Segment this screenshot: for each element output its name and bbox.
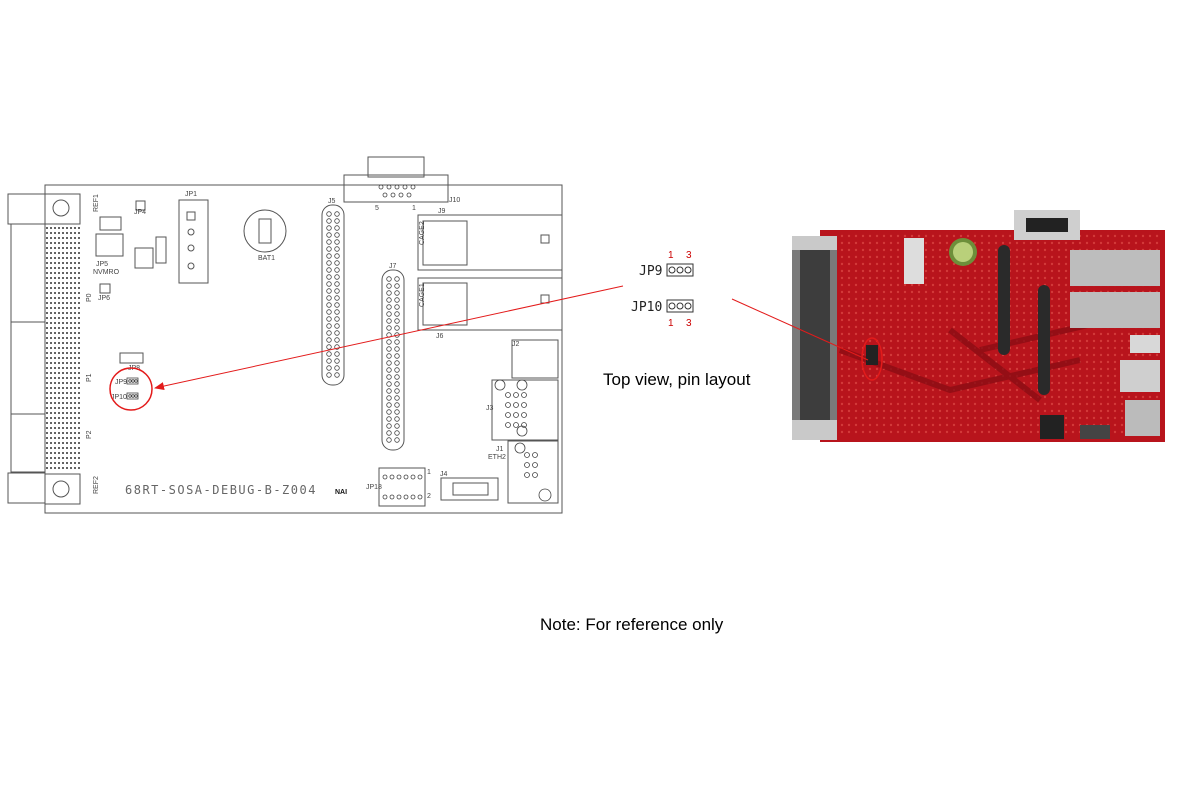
- reference-note: Note: For reference only: [540, 615, 724, 634]
- nai-logo: NAI: [335, 489, 347, 496]
- refdes-jp6: JP6: [98, 295, 110, 302]
- refdes-j2: J2: [512, 341, 520, 348]
- refdes-j6: J6: [436, 333, 444, 340]
- refdes-jp18-pin2: 2: [427, 493, 431, 500]
- arrow-to-board-jp9-jp10: [154, 285, 624, 390]
- refdes-p0: P0: [86, 293, 93, 302]
- refdes-j1: J1: [496, 446, 504, 453]
- refdes-j9: J9: [438, 208, 446, 215]
- refdes-cage1: CAGE1: [419, 283, 426, 307]
- refdes-jp5: JP5: [96, 261, 108, 268]
- refdes-j5: J5: [328, 198, 336, 205]
- jp9-pin3-number-top: 3: [686, 250, 692, 261]
- refdes-j7: J7: [389, 263, 397, 270]
- refdes-jp4: JP4: [134, 209, 146, 216]
- pin-layout-detail: 1 3 JP9 JP10 1 3: [631, 250, 694, 329]
- jp9-label: JP9: [639, 264, 662, 279]
- refdes-p2: P2: [86, 430, 93, 439]
- board-silkscreen-drawing: JP1 JP4 BAT1 J10 5 1 J5 J7 J9 J6 J2 J3 J…: [7, 156, 563, 514]
- refdes-eth2: ETH2: [488, 454, 506, 461]
- jp9-pin1-number-top: 1: [668, 250, 674, 261]
- refdes-jp9-board: JP9: [115, 379, 127, 386]
- refdes-jp18: JP18: [366, 484, 382, 491]
- jp10-label: JP10: [631, 300, 662, 315]
- refdes-cage2: CAGE2: [419, 221, 426, 245]
- top-view-caption: Top view, pin layout: [603, 370, 751, 389]
- jp10-pin3-number-bottom: 3: [686, 318, 692, 329]
- refdes-db9-pin1: 1: [412, 205, 416, 212]
- refdes-j10: J10: [449, 197, 460, 204]
- refdes-db9-pin5: 5: [375, 205, 379, 212]
- refdes-ref1: REF1: [93, 194, 100, 212]
- refdes-jp18-pin1: 1: [427, 469, 431, 476]
- refdes-nvmro: NVMRO: [93, 269, 120, 276]
- board-silkscreen-name: 68RT-SOSA-DEBUG-B-Z004: [125, 483, 317, 497]
- board-photo: [792, 210, 1165, 442]
- photo-jp-highlight-ellipse: [861, 337, 883, 381]
- line-to-photo-jp9-jp10: [731, 298, 869, 361]
- jp9-jp10-highlight-circle: [109, 367, 153, 411]
- refdes-p1: P1: [86, 373, 93, 382]
- refdes-jp1: JP1: [185, 191, 197, 198]
- refdes-jp10-board: JP10: [111, 394, 127, 401]
- battery-outline: [243, 209, 287, 253]
- jp10-pin1-number-bottom: 1: [668, 318, 674, 329]
- refdes-ref2: REF2: [93, 476, 100, 494]
- refdes-bat1: BAT1: [258, 255, 275, 262]
- refdes-j3: J3: [486, 405, 494, 412]
- refdes-j4: J4: [440, 471, 448, 478]
